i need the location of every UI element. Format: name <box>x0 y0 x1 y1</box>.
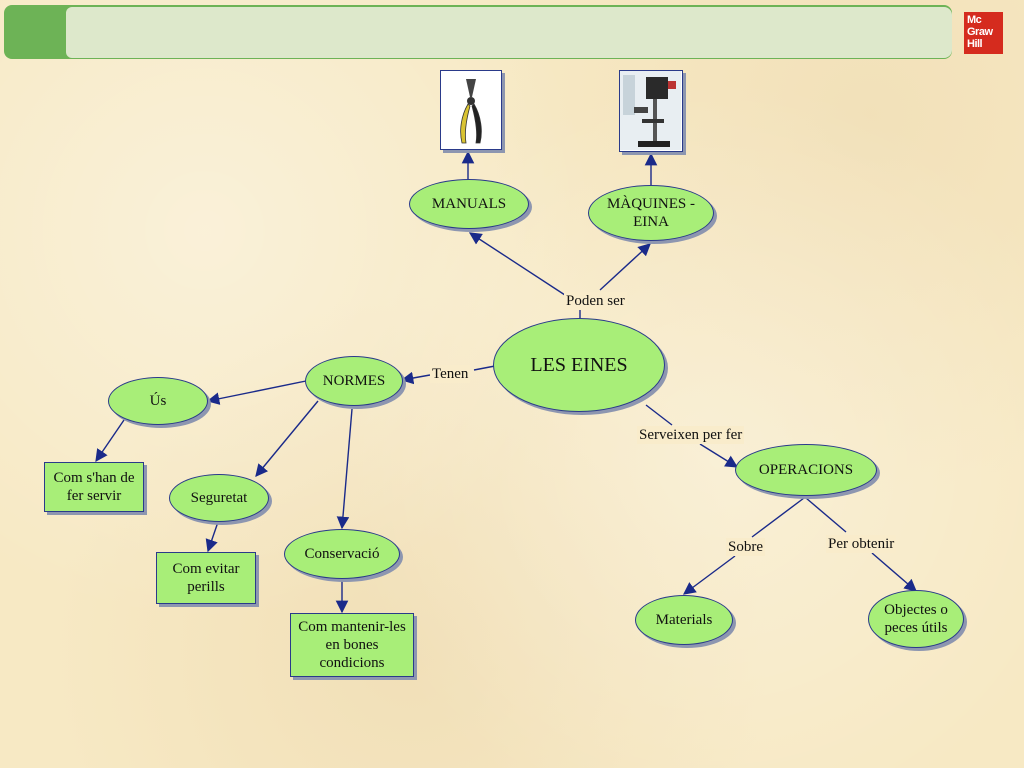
node-materials[interactable]: Materials <box>635 595 733 645</box>
pliers-image <box>440 70 502 150</box>
edge-poden-ser-manuals <box>468 232 569 298</box>
mcgraw-hill-logo: Mc Graw Hill <box>964 12 1003 54</box>
link-label-serveixen-per-fer: Serveixen per fer <box>637 426 745 444</box>
edge-per-obtenir-objectes <box>871 552 917 592</box>
header-title-area <box>66 7 952 58</box>
link-label-per-obtenir: Per obtenir <box>826 535 897 553</box>
node-les-eines[interactable]: LES EINES <box>493 318 665 412</box>
edge-seguretat-com-evitar <box>205 521 219 553</box>
edge-les-eines-tenen <box>473 365 496 371</box>
edge-operacions-sobre <box>751 497 805 538</box>
link-label-sobre: Sobre <box>726 538 765 556</box>
node-conservacio[interactable]: Conservació <box>284 529 400 579</box>
node-com-shan-de-fer-servir[interactable]: Com s'han de fer servir <box>44 462 144 512</box>
node-com-mantenir-les[interactable]: Com mantenir-les en bones condicions <box>290 613 414 677</box>
edge-poden-ser-maquines <box>599 243 651 291</box>
node-com-evitar-perills[interactable]: Com evitar perills <box>156 552 256 604</box>
edge-les-eines-serveixen <box>645 404 673 426</box>
node-us[interactable]: Ús <box>108 377 208 425</box>
node-operacions[interactable]: OPERACIONS <box>735 444 877 496</box>
drill-press-icon <box>620 71 681 150</box>
node-normes[interactable]: NORMES <box>305 356 403 406</box>
node-objectes-o-peces-utils[interactable]: Objectes o peces útils <box>868 590 964 648</box>
edge-us-com-shan <box>95 419 125 463</box>
drill-press-image <box>619 70 683 152</box>
edge-tenen-normes <box>400 371 431 385</box>
node-maquines-eina[interactable]: MÀQUINES - EINA <box>588 185 714 241</box>
link-label-tenen: Tenen <box>430 365 471 383</box>
edge-normes-us <box>206 380 307 405</box>
edge-sobre-materials <box>682 555 736 595</box>
node-manuals[interactable]: MANUALS <box>409 179 529 229</box>
edge-serveixen-operacions <box>699 443 739 468</box>
link-label-poden-ser: Poden ser <box>564 292 627 310</box>
pliers-icon <box>441 71 500 148</box>
edge-normes-seguretat <box>255 400 319 477</box>
node-seguretat[interactable]: Seguretat <box>169 474 269 522</box>
edge-normes-conservacio <box>336 408 353 530</box>
edge-operacions-per-obtenir <box>805 497 847 533</box>
